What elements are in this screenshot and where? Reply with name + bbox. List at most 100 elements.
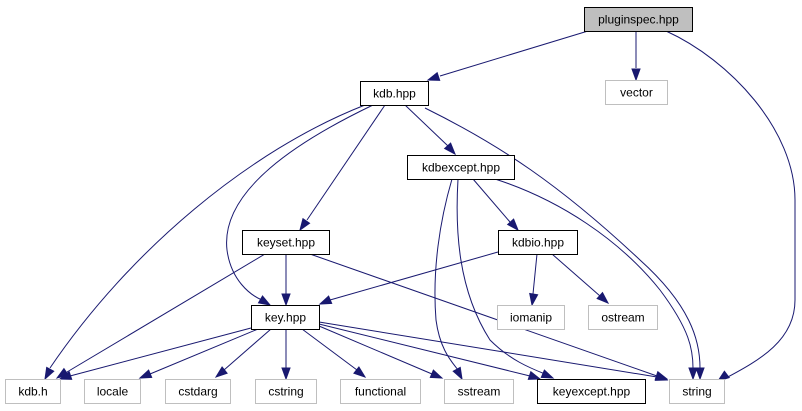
node-box (5, 379, 61, 404)
node-key[interactable]: key.hpp (251, 305, 320, 330)
arrowhead-icon (318, 295, 333, 305)
edge-key-to-kdb_h (58, 327, 252, 380)
arrowhead-icon (138, 369, 153, 379)
node-box (605, 80, 668, 105)
node-keyexcept[interactable]: keyexcept.hpp (537, 379, 646, 404)
edge-kdb_hpp-to-kdbexcept (404, 104, 456, 156)
arrowhead-icon (527, 370, 542, 380)
edge-pluginspec-to-kdb_hpp (426, 30, 589, 81)
node-label: locale (97, 385, 129, 399)
edge-kdbexcept-to-sstream (434, 178, 463, 381)
node-label: keyset.hpp (257, 236, 315, 250)
node-box (165, 379, 231, 404)
node-cstring: cstring (255, 379, 317, 404)
edge-kdbio-to-ostream (551, 253, 610, 304)
node-pluginspec[interactable]: pluginspec.hpp (584, 7, 693, 32)
node-label: sstream (458, 385, 501, 399)
edge-key-to-sstream (318, 325, 444, 379)
edge-line (309, 253, 658, 377)
node-label: pluginspec.hpp (598, 13, 679, 27)
node-iomanip: iomanip (497, 305, 565, 330)
node-label: cstdarg (178, 385, 217, 399)
edge-line (149, 328, 259, 375)
node-locale: locale (84, 379, 141, 404)
arrowhead-icon (214, 366, 228, 378)
node-kdbexcept[interactable]: kdbexcept.hpp (407, 155, 515, 180)
node-box (84, 379, 141, 404)
arrowhead-icon (452, 366, 463, 381)
node-box (242, 230, 330, 255)
node-kdb-h: kdb.h (5, 379, 61, 404)
edge-line (226, 104, 374, 301)
node-label: cstring (268, 385, 303, 399)
arrowhead-icon (654, 371, 669, 381)
node-kdbio[interactable]: kdbio.hpp (498, 230, 578, 255)
node-label: key.hpp (265, 311, 306, 325)
edge-line (301, 328, 358, 371)
node-ostream: ostream (588, 305, 658, 330)
node-kdb-hpp[interactable]: kdb.hpp (360, 81, 429, 106)
edge-line (49, 104, 366, 369)
edge-line (66, 253, 266, 373)
arrowhead-icon (299, 217, 311, 232)
edge-line (532, 253, 538, 295)
edge-line (494, 178, 694, 369)
edge-line (318, 325, 433, 375)
edge-key-to-cstdarg (214, 328, 272, 378)
arrowhead-icon (695, 367, 705, 381)
arrowhead-icon (353, 366, 367, 378)
node-box (444, 379, 514, 404)
node-box (407, 155, 515, 180)
edge-line (434, 178, 459, 371)
node-label: kdb.hpp (373, 87, 416, 101)
node-box (497, 305, 565, 330)
node-string: string (669, 379, 725, 404)
node-label: keyexcept.hpp (553, 385, 631, 399)
node-box (255, 379, 317, 404)
node-label: ostream (601, 311, 644, 325)
edge-keyset-to-key (281, 254, 291, 307)
node-box (498, 230, 578, 255)
node-keyset[interactable]: keyset.hpp (242, 230, 330, 255)
edge-key-to-locale (138, 328, 259, 379)
edge-key-to-keyexcept (318, 323, 542, 380)
edge-kdbexcept-to-keyexcept (456, 178, 555, 379)
node-box (537, 379, 646, 404)
edge-pluginspec-to-vector (631, 31, 641, 82)
edge-line (551, 253, 601, 297)
edge-kdb_hpp-to-key (226, 104, 374, 306)
node-label: kdbexcept.hpp (422, 161, 500, 175)
edge-line (318, 321, 658, 378)
node-box (251, 305, 320, 330)
node-label: functional (355, 385, 406, 399)
node-cstdarg: cstdarg (165, 379, 231, 404)
edge-key-to-functional (301, 328, 367, 378)
arrowhead-icon (426, 71, 441, 81)
node-box (584, 7, 693, 32)
nodes-layer: pluginspec.hpp vector kdb.hpp kdbexcept.hpp… (5, 7, 725, 404)
node-box (360, 81, 429, 106)
edge-kdbexcept-to-string (494, 178, 698, 381)
arrowhead-icon (596, 291, 610, 304)
edge-line (404, 104, 449, 147)
node-vector: vector (605, 80, 668, 105)
node-functional: functional (340, 379, 421, 404)
arrowhead-icon (44, 366, 55, 381)
edge-pluginspec-to-string (665, 30, 796, 382)
node-label: kdbio.hpp (512, 236, 564, 250)
edge-key-to-string (318, 321, 669, 381)
arrowhead-icon (443, 142, 456, 156)
edge-line (424, 107, 701, 369)
edge-line (456, 178, 546, 375)
arrowhead-icon (58, 370, 73, 380)
arrowhead-icon (540, 369, 555, 379)
edge-line (306, 104, 386, 221)
arrowhead-icon (281, 293, 291, 307)
arrowhead-icon (688, 367, 698, 381)
edge-line (665, 30, 796, 379)
node-sstream: sstream (444, 379, 514, 404)
arrowhead-icon (257, 295, 272, 306)
edge-line (472, 178, 511, 223)
arrowhead-icon (631, 68, 641, 82)
edge-kdbio-to-iomanip (529, 253, 539, 307)
